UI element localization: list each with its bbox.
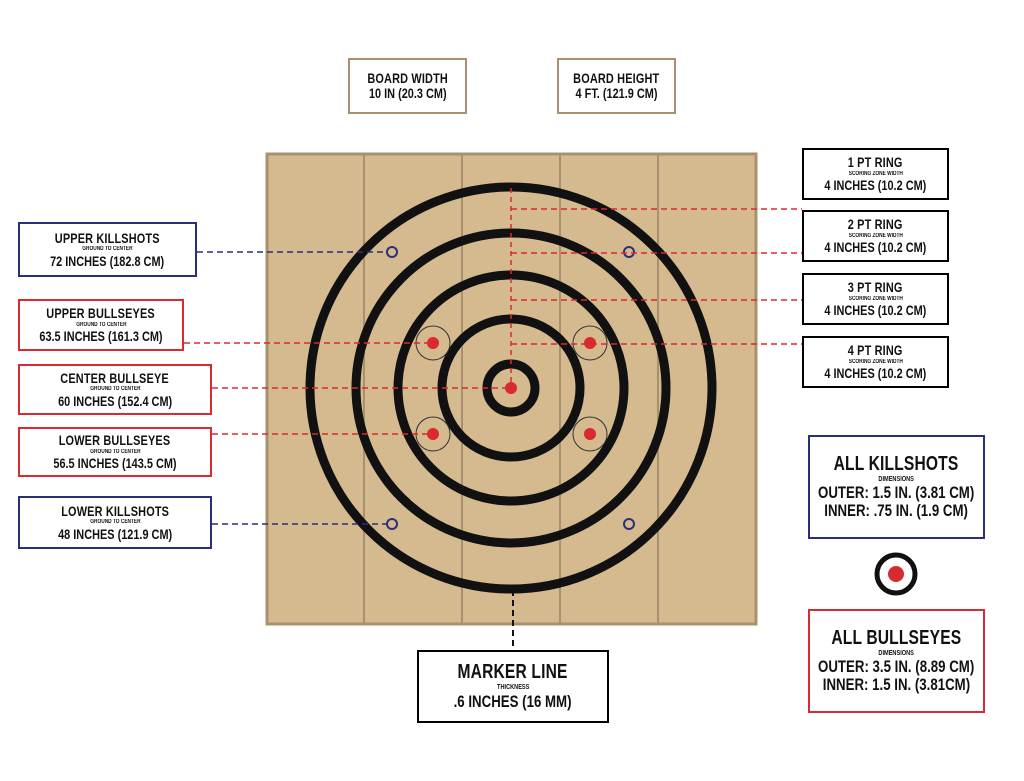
marker-line-value: .6 INCHES (16 MM) (454, 691, 572, 711)
ring-4pt-box: 4 PT RING SCORING ZONE WIDTH 4 INCHES (1… (802, 336, 949, 388)
marker-line-box: MARKER LINE THICKNESS .6 INCHES (16 MM) (417, 650, 609, 723)
upper-right-bullseye (572, 325, 608, 361)
label-subtitle: GROUND TO CENTER (89, 386, 141, 393)
board-width-title: BOARD WIDTH (367, 70, 448, 87)
ring-1pt (305, 182, 717, 594)
ring-value: 4 INCHES (10.2 CM) (824, 302, 927, 319)
label-subtitle: GROUND TO CENTER (89, 448, 141, 455)
center-bullseye-box: CENTER BULLSEYE GROUND TO CENTER 60 INCH… (18, 364, 212, 415)
lower-killshots-box: LOWER KILLSHOTS GROUND TO CENTER 48 INCH… (18, 496, 212, 549)
upper-left-killshot (386, 246, 398, 258)
all-bullseyes-title: ALL BULLSEYES (831, 626, 962, 649)
marker-line-subtitle: THICKNESS (496, 684, 530, 692)
board-height-value: 4 FT. (121.9 CM) (575, 85, 658, 101)
ring-title: 1 PT RING (848, 154, 903, 171)
ring-3pt-box: 3 PT RING SCORING ZONE WIDTH 4 INCHES (1… (802, 273, 949, 325)
ring-title: 3 PT RING (848, 279, 903, 296)
killshot-icon (874, 552, 918, 596)
label-subtitle: GROUND TO CENTER (75, 321, 127, 328)
all-killshots-box: ALL KILLSHOTS DIMENSIONS OUTER: 1.5 IN. … (808, 435, 985, 539)
lower-right-killshot (623, 518, 635, 530)
label-value: 48 INCHES (121.9 CM) (57, 525, 173, 542)
board-width-box: BOARD WIDTH 10 IN (20.3 CM) (348, 58, 467, 114)
label-title: UPPER BULLSEYES (46, 305, 156, 322)
all-bullseyes-box: ALL BULLSEYES DIMENSIONS OUTER: 3.5 IN. … (808, 609, 985, 713)
board-height-box: BOARD HEIGHT 4 FT. (121.9 CM) (557, 58, 676, 114)
label-title: UPPER KILLSHOTS (55, 229, 160, 246)
marker-line-title: MARKER LINE (457, 661, 569, 684)
label-subtitle: GROUND TO CENTER (82, 246, 133, 253)
center-bullseye-dot (505, 382, 517, 394)
board-width-value: 10 IN (20.3 CM) (368, 85, 447, 101)
upper-killshots-box: UPPER KILLSHOTS GROUND TO CENTER 72 INCH… (18, 222, 197, 277)
label-subtitle: GROUND TO CENTER (89, 519, 141, 526)
all-killshots-outer: OUTER: 1.5 IN. (3.81 CM) (818, 483, 975, 503)
label-value: 56.5 INCHES (143.5 CM) (53, 455, 177, 472)
label-value: 60 INCHES (152.4 CM) (57, 392, 173, 409)
lower-right-bullseye (572, 416, 608, 452)
ring-subtitle: SCORING ZONE WIDTH (848, 170, 903, 177)
ring-subtitle: SCORING ZONE WIDTH (848, 232, 903, 239)
all-killshots-subtitle: DIMENSIONS (878, 475, 915, 483)
board-height-title: BOARD HEIGHT (573, 70, 660, 87)
all-killshots-inner: INNER: .75 IN. (1.9 CM) (824, 501, 969, 521)
label-value: 72 INCHES (182.8 CM) (50, 252, 165, 269)
upper-right-killshot (623, 246, 635, 258)
ring-title: 4 PT RING (848, 342, 903, 359)
ring-1pt-box: 1 PT RING SCORING ZONE WIDTH 4 INCHES (1… (802, 148, 949, 200)
ring-title: 2 PT RING (848, 216, 903, 233)
ring-value: 4 INCHES (10.2 CM) (824, 365, 927, 382)
label-title: LOWER KILLSHOTS (61, 502, 169, 519)
all-bullseyes-inner: INNER: 1.5 IN. (3.81CM) (822, 675, 971, 695)
label-title: LOWER BULLSEYES (59, 432, 171, 449)
lower-bullseyes-box: LOWER BULLSEYES GROUND TO CENTER 56.5 IN… (18, 427, 212, 477)
all-bullseyes-subtitle: DIMENSIONS (878, 649, 915, 657)
ring-2pt-box: 2 PT RING SCORING ZONE WIDTH 4 INCHES (1… (802, 210, 949, 262)
label-title: CENTER BULLSEYE (60, 369, 170, 386)
all-killshots-title: ALL KILLSHOTS (834, 452, 959, 475)
label-value: 63.5 INCHES (161.3 CM) (39, 328, 163, 345)
all-bullseyes-outer: OUTER: 3.5 IN. (8.89 CM) (818, 657, 975, 677)
ring-value: 4 INCHES (10.2 CM) (824, 177, 927, 194)
upper-bullseyes-box: UPPER BULLSEYES GROUND TO CENTER 63.5 IN… (18, 299, 184, 351)
ring-subtitle: SCORING ZONE WIDTH (848, 358, 903, 365)
ring-subtitle: SCORING ZONE WIDTH (848, 295, 903, 302)
ring-value: 4 INCHES (10.2 CM) (824, 239, 927, 256)
